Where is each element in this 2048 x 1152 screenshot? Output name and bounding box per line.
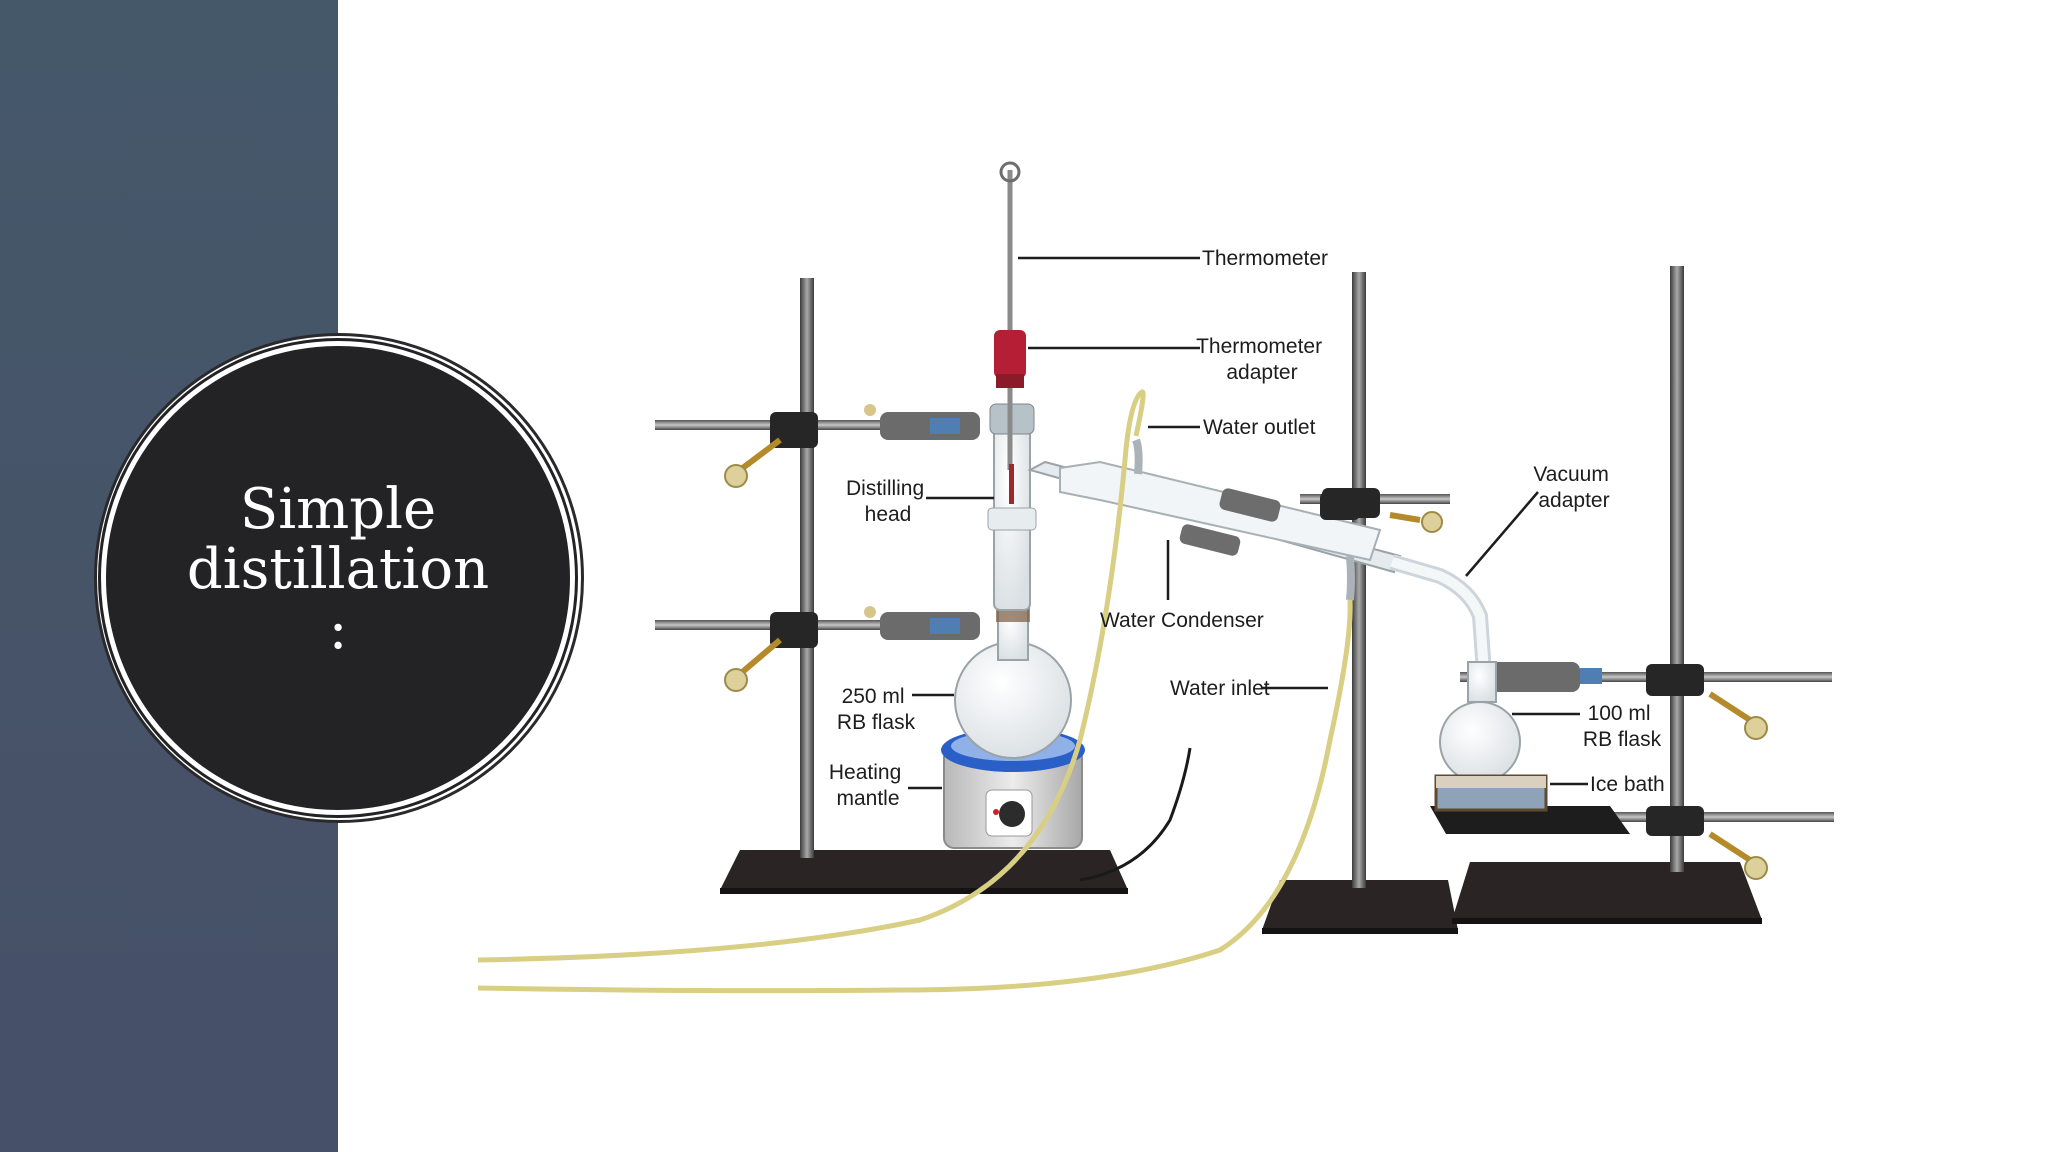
ring-stand-left xyxy=(655,278,1128,894)
stand-middle-base xyxy=(1262,880,1458,930)
slide-title: Simple distillation : xyxy=(187,480,489,660)
label-250ml-rb-flask: 250 ml RB flask xyxy=(837,685,916,734)
ring-stand-right xyxy=(1452,266,1834,924)
distilling-head xyxy=(987,161,1037,611)
receiving-flask xyxy=(1439,661,1521,783)
label-thermometer: Thermometer xyxy=(1202,247,1328,270)
label-vacuum-adapter: Vacuum adapter xyxy=(1533,463,1614,512)
clamp-knob-icon xyxy=(1744,716,1768,740)
title-circle: Simple distillation : xyxy=(101,341,575,815)
mantle-knob-icon xyxy=(999,801,1025,827)
label-water-inlet: Water inlet xyxy=(1170,677,1270,700)
clamp-knob-icon xyxy=(1744,856,1768,880)
vacuum-adapter xyxy=(1389,554,1492,673)
slide-title-line-2: distillation xyxy=(186,537,490,602)
ice-bath xyxy=(1430,774,1630,834)
label-water-condenser: Water Condenser xyxy=(1100,609,1264,632)
label-100ml-rb-flask: 100 ml RB flask xyxy=(1583,702,1662,751)
slide-title-line-3: : xyxy=(328,597,348,662)
stand-middle-rod xyxy=(1352,272,1366,888)
stand-right-base xyxy=(1452,862,1762,920)
label-water-outlet: Water outlet xyxy=(1203,416,1316,439)
thermometer-adapter-stopper xyxy=(994,330,1026,378)
stand-left-rod xyxy=(800,278,814,858)
water-outlet-tube xyxy=(477,389,1146,963)
slide-title-line-1: Simple xyxy=(239,477,437,542)
label-thermometer-adapter: Thermometer adapter xyxy=(1196,335,1328,384)
label-leader-lines xyxy=(908,256,1588,790)
distillation-apparatus-diagram: Thermometer Thermometer adapter Water ou… xyxy=(477,161,1834,994)
ring-stand-middle xyxy=(1262,272,1458,934)
stand-right-rod xyxy=(1670,266,1684,872)
label-heating-mantle: Heating mantle xyxy=(829,761,907,810)
label-ice-bath: Ice bath xyxy=(1590,773,1665,796)
label-distilling-head: Distilling head xyxy=(846,477,930,526)
clamp-knob-icon xyxy=(724,464,748,488)
clamp-knob-icon xyxy=(1421,511,1443,533)
stand-left-base xyxy=(720,850,1128,890)
water-tubing xyxy=(477,389,1353,994)
water-inlet-tube xyxy=(477,599,1353,994)
clamp-knob-icon xyxy=(724,668,748,692)
water-condenser xyxy=(1027,438,1402,601)
